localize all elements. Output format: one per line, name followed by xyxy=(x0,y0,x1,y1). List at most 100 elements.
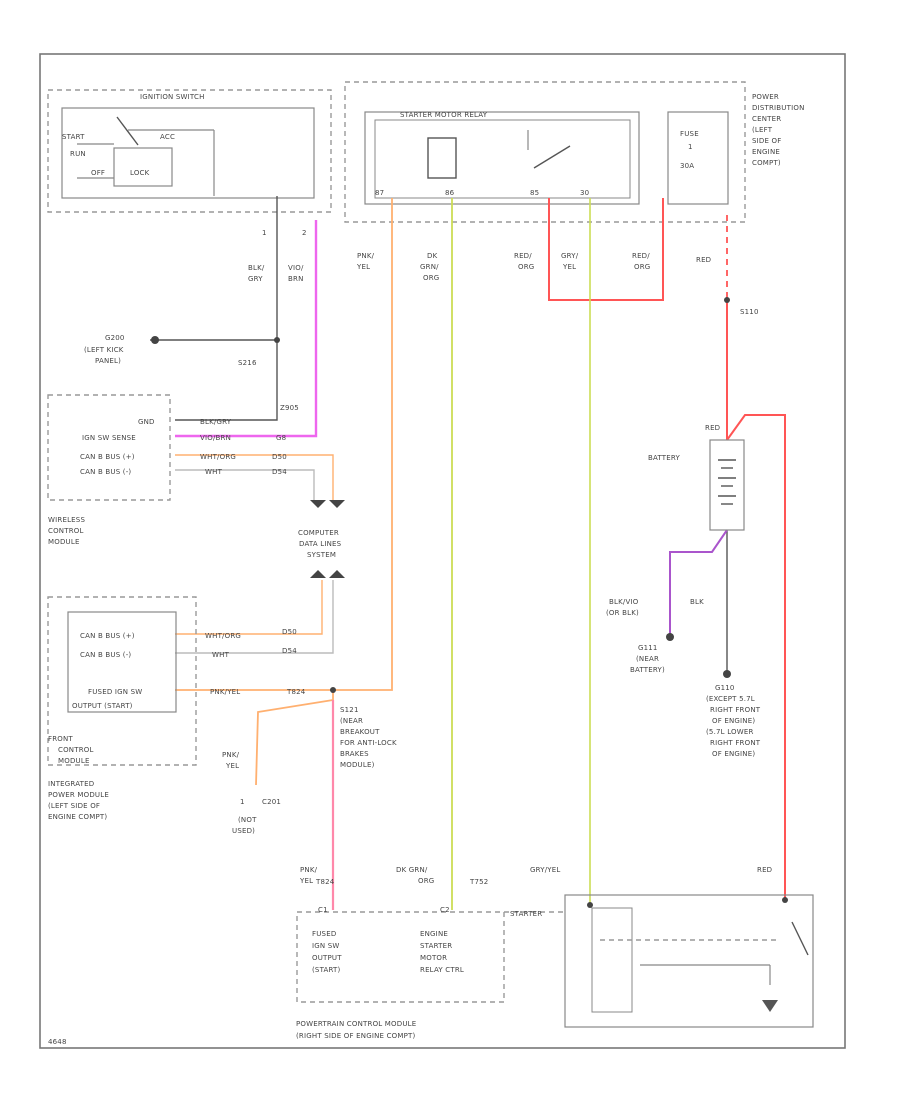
label-pnk-yel-c: PNK/ xyxy=(300,866,318,874)
computer-data-lines-system: COMPUTER DATA LINES SYSTEM xyxy=(298,529,342,559)
label-gry-yel: GRY/ xyxy=(561,252,579,260)
wire-pnk-yel-c201 xyxy=(255,690,334,786)
svg-text:(LEFT KICK: (LEFT KICK xyxy=(84,346,124,354)
ignition-switch-inner xyxy=(61,107,315,199)
svg-text:WHT/ORG: WHT/ORG xyxy=(205,632,241,640)
relay-coil xyxy=(427,137,457,179)
wcm-name: WIRELESS xyxy=(48,516,85,524)
svg-text:(EXCEPT 5.7L: (EXCEPT 5.7L xyxy=(706,695,755,703)
svg-text:(OR BLK): (OR BLK) xyxy=(606,609,639,617)
pcm-pin-c2: C2 xyxy=(440,906,450,914)
wire-labels: BLK/ GRY VIO/ BRN PNK/ YEL DK GRN/ ORG R… xyxy=(222,252,772,885)
starter: STARTER xyxy=(504,894,814,1028)
label-blk-vio: BLK/VIO xyxy=(609,598,639,606)
svg-text:D54: D54 xyxy=(272,468,287,476)
svg-text:MODULE: MODULE xyxy=(58,757,90,765)
svg-text:G8: G8 xyxy=(276,434,286,442)
svg-text:T824: T824 xyxy=(286,688,306,696)
svg-text:RIGHT FRONT: RIGHT FRONT xyxy=(710,739,761,747)
cdls-label: COMPUTER xyxy=(298,529,339,537)
wire-can-pos-wcm xyxy=(175,454,334,500)
ignition-switch: IGNITION SWITCH START RUN OFF LOCK ACC 1… xyxy=(47,89,332,237)
ground-g110-dot xyxy=(723,670,731,678)
svg-text:GRY: GRY xyxy=(248,275,263,283)
svg-text:VIO/BRN: VIO/BRN xyxy=(200,434,231,442)
svg-text:Z905: Z905 xyxy=(280,404,299,412)
wire-can-neg-wcm xyxy=(175,469,315,500)
wire-can-pos-fcm xyxy=(175,580,323,635)
svg-text:BREAKOUT: BREAKOUT xyxy=(340,728,380,736)
starter-relay-box xyxy=(364,111,640,205)
svg-text:(NEAR: (NEAR xyxy=(340,717,363,725)
ground-g111-dot xyxy=(666,633,674,641)
splice-s110-dot xyxy=(724,297,730,303)
ground-labels: G200 (LEFT KICK PANEL) S216 S110 G111 (N… xyxy=(84,308,761,758)
starter-relay-inner xyxy=(374,119,631,199)
ignition-off-label: OFF xyxy=(91,169,105,177)
svg-text:WHT: WHT xyxy=(205,468,223,476)
front-control-module: CAN B BUS (+) CAN B BUS (-) FUSED IGN SW… xyxy=(47,596,306,821)
wcm-ign-label: IGN SW SENSE xyxy=(82,434,136,442)
relay-pin-87: 87 xyxy=(375,189,384,197)
svg-text:ENGINE: ENGINE xyxy=(420,930,448,938)
pcm-name: POWERTRAIN CONTROL MODULE xyxy=(296,1020,416,1028)
svg-text:FOR ANTI-LOCK: FOR ANTI-LOCK xyxy=(340,739,397,747)
battery-box xyxy=(709,439,745,531)
connection-points xyxy=(151,297,731,693)
svg-text:ORG: ORG xyxy=(418,877,434,885)
label-pnk-yel: PNK/ xyxy=(357,252,375,260)
svg-text:DATA LINES: DATA LINES xyxy=(299,540,342,548)
ignition-lock-label: LOCK xyxy=(130,169,150,177)
svg-text:STARTER: STARTER xyxy=(420,942,452,950)
wcm-canb-neg-label: CAN B BUS (-) xyxy=(80,468,131,476)
label-gry-yel-b: GRY/YEL xyxy=(530,866,560,874)
wire-blk-gry xyxy=(175,196,278,421)
svg-text:PNK/YEL: PNK/YEL xyxy=(210,688,240,696)
svg-text:OUTPUT: OUTPUT xyxy=(312,954,342,962)
svg-text:BLK/GRY: BLK/GRY xyxy=(200,418,232,426)
svg-text:(RIGHT SIDE OF ENGINE COMPT): (RIGHT SIDE OF ENGINE COMPT) xyxy=(296,1032,416,1040)
footer-code: 4648 xyxy=(48,1038,67,1046)
splice-s216-dot xyxy=(274,337,280,343)
connector-c201: 1 C201 (NOT USED) xyxy=(232,798,281,835)
label-red-org-b: RED/ xyxy=(632,252,650,260)
label-blk: BLK xyxy=(690,598,704,606)
battery: BATTERY xyxy=(648,439,745,531)
ignition-switch-box xyxy=(47,89,332,213)
svg-text:CONTROL: CONTROL xyxy=(48,527,84,535)
wire-vio-brn xyxy=(175,220,318,438)
svg-text:DISTRIBUTION: DISTRIBUTION xyxy=(752,104,805,112)
svg-text:OF ENGINE): OF ENGINE) xyxy=(712,750,755,758)
ipm-name: INTEGRATED xyxy=(48,780,94,788)
svg-text:(5.7L LOWER: (5.7L LOWER xyxy=(706,728,754,736)
svg-text:ORG: ORG xyxy=(423,274,439,282)
ground-g200-dot xyxy=(151,336,159,344)
svg-text:GRN/: GRN/ xyxy=(420,263,439,271)
svg-text:FUSED: FUSED xyxy=(312,930,336,938)
label-red-org-a: RED/ xyxy=(514,252,532,260)
starter-box xyxy=(564,894,814,1028)
fcm-box xyxy=(67,611,177,713)
svg-text:ORG: ORG xyxy=(518,263,534,271)
svg-text:MOTOR: MOTOR xyxy=(420,954,447,962)
ground-g111-label: G111 xyxy=(638,644,658,652)
svg-text:USED): USED) xyxy=(232,827,255,835)
ignition-start-label: START xyxy=(62,133,85,141)
fcm-canb-pos-label: CAN B BUS (+) xyxy=(80,632,135,640)
connector-c201-label: C201 xyxy=(262,798,281,806)
label-red-b: RED xyxy=(757,866,772,874)
powertrain-control-module: C1 C2 T824 T752 FUSED IGN SW OUTPUT (STA… xyxy=(296,878,505,1040)
svg-text:RIGHT FRONT: RIGHT FRONT xyxy=(710,706,761,714)
svg-text:ENGINE: ENGINE xyxy=(752,148,780,156)
wire-blk-vio xyxy=(669,529,728,635)
ignition-contact-arm xyxy=(116,116,139,146)
splice-s121-dot xyxy=(330,687,336,693)
fuse-number: 1 xyxy=(688,143,693,151)
ignition-switch-title: IGNITION SWITCH xyxy=(140,93,205,101)
outer-frame xyxy=(39,53,846,1049)
pcm-pin-c1: C1 xyxy=(318,906,328,914)
pdc-title: POWER DISTRIBUTION CENTER (LEFT SIDE OF … xyxy=(752,93,805,167)
svg-text:D50: D50 xyxy=(272,453,287,461)
